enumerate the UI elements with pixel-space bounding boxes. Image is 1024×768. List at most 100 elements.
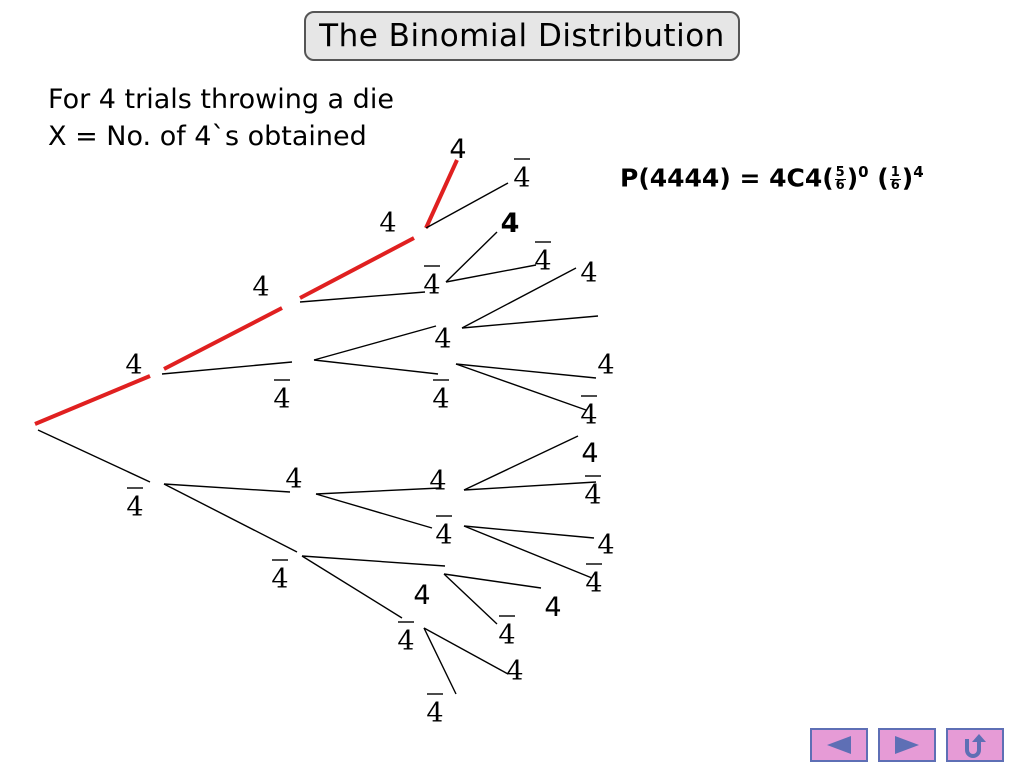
node-label: 4	[435, 520, 452, 551]
node-label: 4	[285, 464, 302, 495]
previous-slide-button[interactable]	[810, 728, 868, 762]
exponent-2: 4	[913, 163, 924, 181]
node-label: 4	[397, 626, 414, 657]
node-label: 4	[432, 384, 449, 415]
tree-branch	[301, 555, 403, 619]
tree-branch	[163, 483, 291, 493]
node-label: 4	[273, 384, 290, 415]
node-label: 4	[434, 324, 451, 355]
node-label: 4	[580, 400, 597, 431]
node-four: 4	[597, 530, 614, 561]
tree-branch	[445, 231, 498, 283]
node-not-four: 4	[513, 158, 531, 194]
tree-branch	[461, 315, 599, 329]
node-label: 4	[597, 350, 614, 381]
tree-branch	[443, 573, 542, 589]
page-title: The Binomial Distribution	[319, 18, 725, 54]
tree-branch	[313, 325, 437, 361]
node-label: 4	[271, 564, 288, 595]
node-not-four: 4	[426, 693, 444, 729]
node-not-four: 4	[435, 515, 453, 551]
node-four: 4	[449, 134, 466, 165]
tree-branch	[463, 525, 595, 539]
tree-branch	[161, 361, 293, 375]
node-not-four: 4	[271, 559, 289, 595]
title-box: The Binomial Distribution	[304, 11, 740, 61]
tree-branch	[315, 493, 433, 529]
node-four: 4	[544, 592, 561, 623]
intro-line-2: X = No. of 4`s obtained	[48, 121, 367, 152]
node-four: 4	[125, 350, 142, 381]
node-label: 4	[423, 270, 440, 301]
node-not-four: 4	[534, 241, 552, 277]
triangle-left-icon	[827, 736, 851, 754]
node-not-four: 4	[584, 475, 602, 511]
node-four: 4	[429, 466, 446, 497]
node-not-four: 4	[126, 487, 144, 523]
node-four: 4	[285, 464, 302, 495]
node-four: 4	[501, 208, 520, 239]
tree-branch	[455, 363, 587, 411]
node-label: 4	[125, 350, 142, 381]
tree-branch	[445, 264, 537, 283]
node-label: 4	[580, 258, 597, 289]
tree-branch	[455, 363, 597, 379]
node-label: 4	[252, 272, 269, 303]
tree-branch	[425, 182, 509, 229]
node-label: 4	[534, 246, 551, 277]
node-four: 4	[413, 580, 430, 611]
node-label: 4	[506, 656, 523, 687]
tree-branch	[463, 481, 597, 491]
tree-branch	[461, 267, 577, 329]
node-label: 4	[584, 480, 601, 511]
highlighted-branch	[163, 306, 283, 371]
tree-branch	[313, 359, 439, 375]
tree-branch	[299, 291, 426, 303]
tree-branch	[163, 483, 298, 553]
return-button[interactable]	[946, 728, 1004, 762]
tree-branch	[463, 525, 593, 579]
return-arrow-icon	[965, 734, 986, 758]
node-four: 4	[580, 258, 597, 289]
tree-branch	[463, 435, 579, 491]
node-label: 4	[126, 492, 143, 523]
node-label: 4	[585, 568, 602, 599]
tree-branch	[315, 487, 441, 495]
formula-lhs: P(4444) = 4C4(	[620, 163, 834, 193]
node-label: 4	[501, 208, 520, 239]
node-label: 4	[581, 438, 598, 469]
node-label: 4	[498, 620, 515, 651]
node-four: 4	[506, 656, 523, 687]
tree-branch	[37, 429, 151, 483]
tree-branch	[423, 627, 457, 695]
node-not-four: 4	[498, 615, 516, 651]
tree-branch	[443, 573, 498, 625]
node-label: 4	[426, 698, 443, 729]
node-not-four: 4	[273, 379, 291, 415]
next-slide-button[interactable]	[878, 728, 936, 762]
node-label: 4	[513, 163, 530, 194]
node-label: 4	[413, 580, 430, 611]
triangle-right-icon	[895, 736, 919, 754]
node-four: 4	[597, 350, 614, 381]
node-label: 4	[379, 208, 396, 239]
node-four: 4	[252, 272, 269, 303]
highlighted-branch	[424, 159, 459, 229]
node-four: 4	[434, 324, 451, 355]
node-four: 4	[581, 438, 598, 469]
node-label: 4	[544, 592, 561, 623]
node-not-four: 4	[580, 395, 598, 431]
exponent-1: 0	[858, 163, 869, 181]
tree-branches	[34, 159, 599, 695]
node-label: 4	[597, 530, 614, 561]
tree-branch	[301, 555, 446, 567]
tree-branch	[423, 627, 509, 675]
node-not-four: 4	[397, 621, 415, 657]
node-not-four: 4	[432, 379, 450, 415]
highlighted-branch	[299, 236, 415, 300]
intro-line-1: For 4 trials throwing a die	[48, 84, 394, 115]
